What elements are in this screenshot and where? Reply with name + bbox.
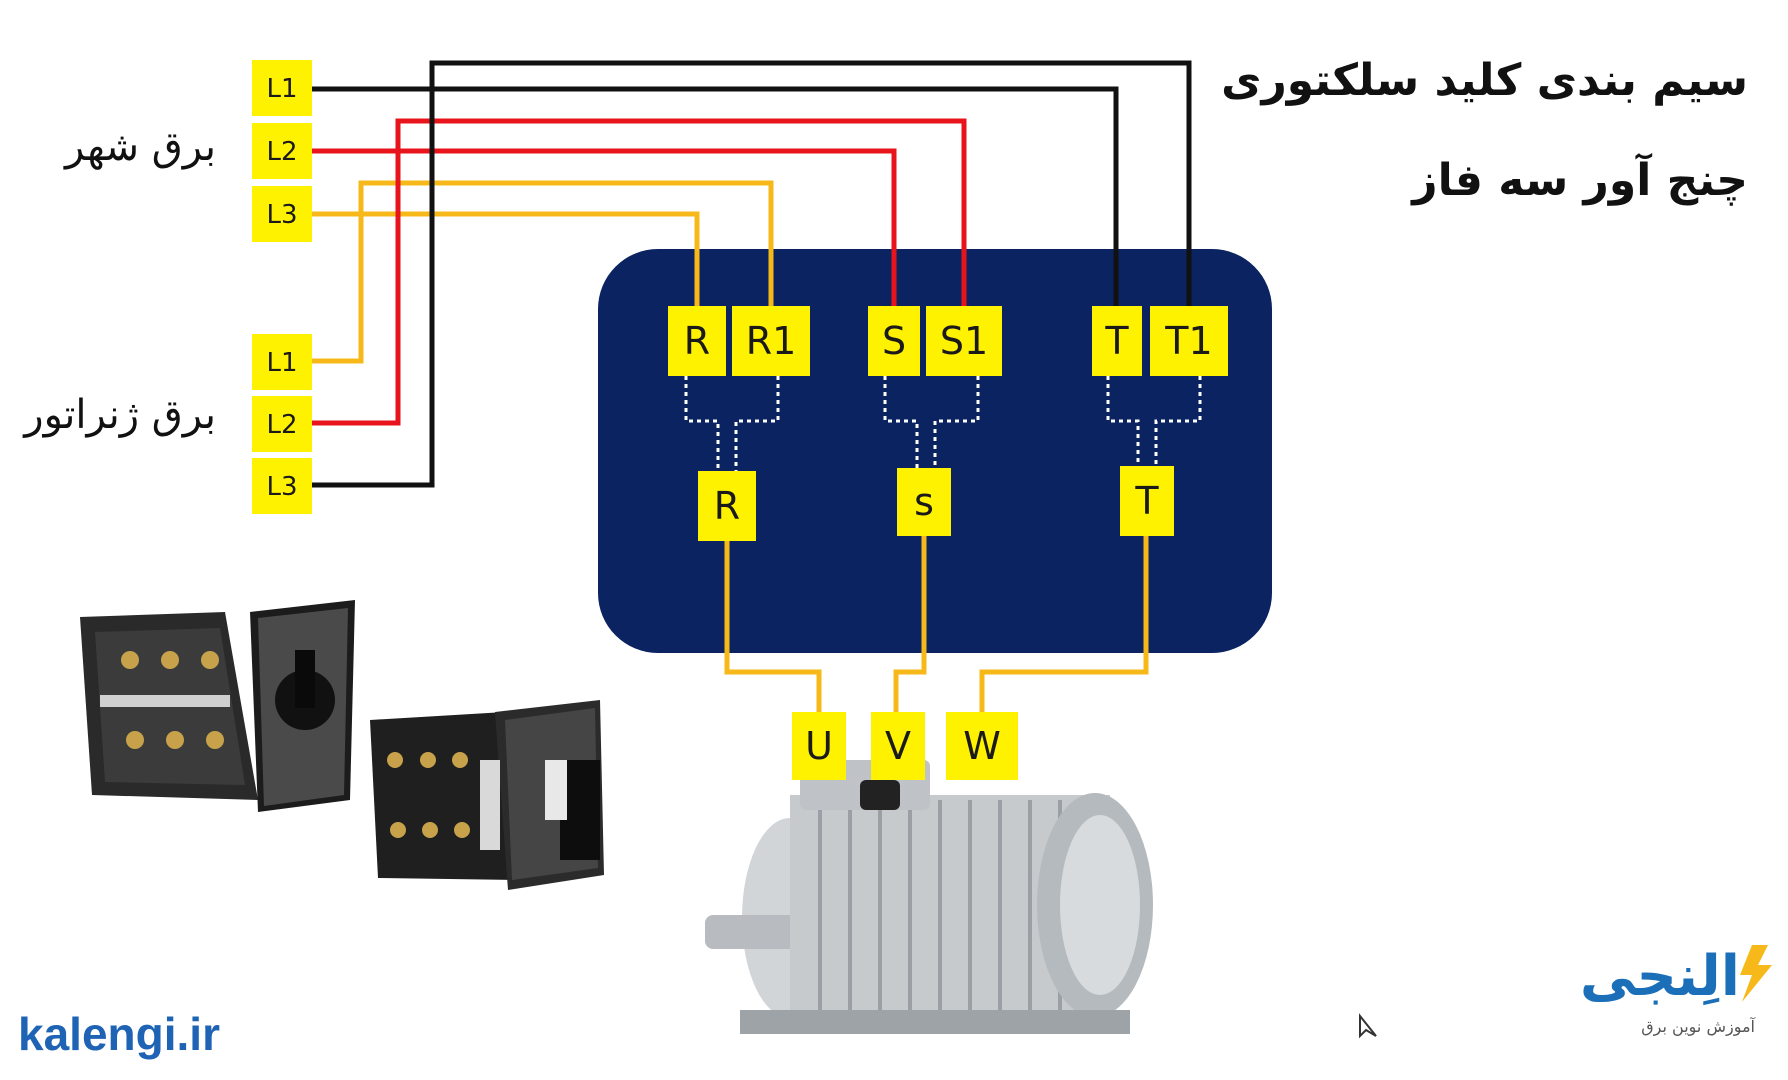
generator-terminal-l1-label: L1 [266,348,297,378]
wire-gen-l1-to-r1 [312,180,774,364]
generator-terminal-l3: L3 [252,458,312,514]
title-line-1: سیم بندی کلید سلکتوری [1221,55,1748,106]
motor-terminal-v: V [871,712,925,780]
internal-dotted-links [684,376,1202,471]
switch-output-t-label: T [1134,479,1159,523]
switch-output-r: R [698,471,756,541]
switch-terminal-s-label: S [882,319,906,363]
lightning-icon [1740,945,1772,1002]
motor-photo [705,760,1153,1034]
city-terminal-l1: L1 [252,60,312,116]
city-terminal-l2-label: L2 [266,137,297,167]
title-line-2: چنج آور سه فاز [1410,152,1748,206]
motor-terminal-v-label: V [885,724,911,768]
motor-terminal-u-label: U [805,724,833,768]
wire-s-to-v [893,536,927,712]
generator-terminal-l2-label: L2 [266,410,297,440]
wire-t-to-w [979,536,1149,712]
selector-switch-photo-1 [80,600,355,812]
switch-terminal-t1: T1 [1150,306,1228,376]
switch-terminal-t: T [1092,306,1142,376]
switch-terminal-r1: R1 [732,306,810,376]
wire-gen-l3-to-t1 [312,60,1192,488]
wire-gen-l2-to-s1 [312,118,967,426]
switch-output-r-label: R [714,484,740,528]
city-terminal-l1-label: L1 [266,74,297,104]
generator-power-label: برق ژنراتور [22,392,216,438]
city-terminal-l3-label: L3 [266,200,297,230]
kalengi-watermark: kalengi.ir [18,1008,220,1060]
generator-terminal-l1: L1 [252,334,312,390]
wire-r-to-u [724,540,822,712]
switch-terminal-s1-label: S1 [940,319,988,363]
generator-terminal-l2: L2 [252,396,312,452]
cursor-icon [1359,1013,1377,1039]
switch-output-s: s [897,468,951,536]
elengi-logo-tagline: آموزش نوین برق [1641,1017,1756,1037]
switch-terminal-s: S [868,306,920,376]
switch-terminal-r1-label: R1 [746,319,797,363]
wire-city-l1-to-t [312,86,1119,306]
elengi-logo: الِنجی آموزش نوین برق [1580,944,1772,1037]
city-power-label: برق شهر [63,124,216,170]
switch-output-s-label: s [914,480,934,524]
wire-city-l2-to-s [312,148,897,306]
elengi-logo-text: الِنجی [1580,944,1740,1009]
city-terminal-l3: L3 [252,186,312,242]
motor-terminal-w-label: W [963,724,1001,768]
switch-terminal-r-label: R [684,319,710,363]
selector-switch-photo-2 [370,700,604,890]
switch-output-t: T [1120,466,1174,536]
switch-terminal-t1-label: T1 [1164,319,1212,363]
motor-terminal-w: W [946,712,1018,780]
city-terminal-l2: L2 [252,123,312,179]
wire-city-l3-to-r [312,211,700,306]
switch-terminal-t-label: T [1104,319,1129,363]
motor-terminal-u: U [792,712,846,780]
switch-terminal-r: R [668,306,726,376]
switch-terminal-s1: S1 [926,306,1002,376]
generator-terminal-l3-label: L3 [266,472,297,502]
